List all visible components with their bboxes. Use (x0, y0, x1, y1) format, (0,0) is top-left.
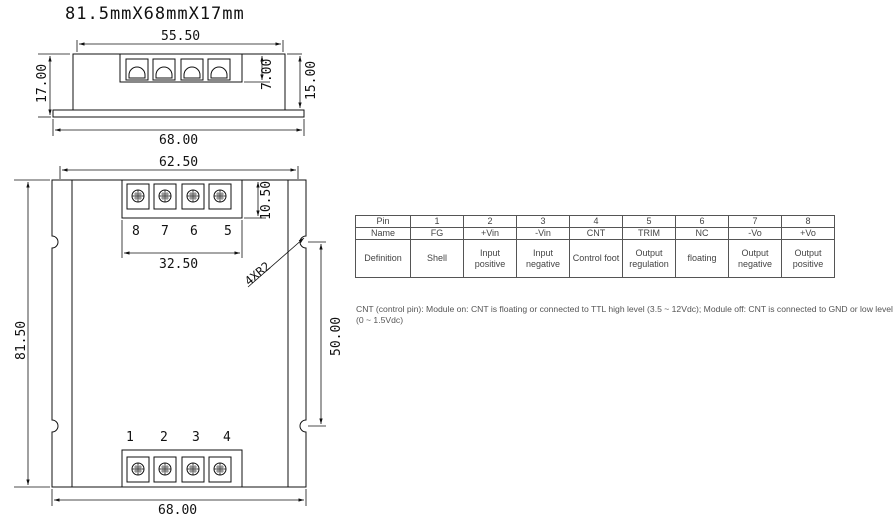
table-cell: 7 (728, 215, 782, 228)
table-row: Name FG +Vin -Vin CNT TRIM NC -Vo +Vo (355, 227, 835, 240)
table-cell: floating (675, 239, 729, 278)
table-cell: 4 (569, 215, 623, 228)
pin-definition-table: Pin 1 2 3 4 5 6 7 8 Name FG +Vin -Vin CN… (355, 215, 835, 278)
cnt-note: CNT (control pin): Module on: CNT is flo… (356, 304, 893, 325)
top-view-dimensions (14, 166, 326, 506)
table-cell: 5 (622, 215, 676, 228)
table-cell: Shell (410, 239, 464, 278)
table-cell: +Vo (781, 227, 835, 240)
mechanical-drawing: 81.5mmX68mmX17mm (14, 4, 344, 515)
slot-pitch-label: 50.00 (329, 317, 344, 356)
side-view (52, 53, 305, 118)
pin-label-1: 1 (126, 430, 134, 445)
terminal-depth-label: 10.50 (259, 181, 274, 220)
table-cell: 1 (410, 215, 464, 228)
mount-span-label: 62.50 (159, 155, 198, 170)
pin-label-8: 8 (132, 224, 140, 239)
table-cell: Name (355, 227, 411, 240)
side-base-width-label: 68.00 (159, 133, 198, 148)
side-terminal-height-label: 7.00 (260, 59, 275, 90)
table-cell: 8 (781, 215, 835, 228)
side-height-total-label: 17.00 (35, 64, 50, 103)
side-terminal-width-label: 55.50 (161, 29, 200, 44)
table-cell: 2 (463, 215, 517, 228)
table-cell: 3 (516, 215, 570, 228)
table-cell: -Vo (728, 227, 782, 240)
table-cell: Output regulation (622, 239, 676, 278)
pin-label-6: 6 (190, 224, 198, 239)
table-cell: 6 (675, 215, 729, 228)
side-view-dimensions (38, 40, 305, 136)
table-cell: CNT (569, 227, 623, 240)
table-cell: Input negative (516, 239, 570, 278)
corner-radius-label: 4XR2 (242, 259, 273, 288)
table-row: Definition Shell Input positive Input ne… (355, 239, 835, 278)
table-cell: +Vin (463, 227, 517, 240)
table-cell: -Vin (516, 227, 570, 240)
pin-label-7: 7 (161, 224, 169, 239)
table-row: Pin 1 2 3 4 5 6 7 8 (355, 215, 835, 228)
side-body-height-label: 15.00 (304, 61, 319, 100)
length-label: 81.50 (14, 321, 29, 360)
table-cell: FG (410, 227, 464, 240)
table-cell: TRIM (622, 227, 676, 240)
table-cell: Output negative (728, 239, 782, 278)
overall-size-title: 81.5mmX68mmX17mm (65, 4, 245, 24)
pin-label-2: 2 (160, 430, 168, 445)
pin-label-5: 5 (224, 224, 232, 239)
top-view (51, 179, 307, 488)
top-terminal-screws (131, 189, 227, 476)
terminal-width-label: 32.50 (159, 257, 198, 272)
table-cell: Output positive (781, 239, 835, 278)
pin-label-4: 4 (223, 430, 231, 445)
table-cell: Pin (355, 215, 411, 228)
width-label: 68.00 (158, 503, 197, 515)
table-cell: Control foot (569, 239, 623, 278)
table-cell: Input positive (463, 239, 517, 278)
table-cell: NC (675, 227, 729, 240)
table-cell: Definition (355, 239, 411, 278)
pin-label-3: 3 (192, 430, 200, 445)
